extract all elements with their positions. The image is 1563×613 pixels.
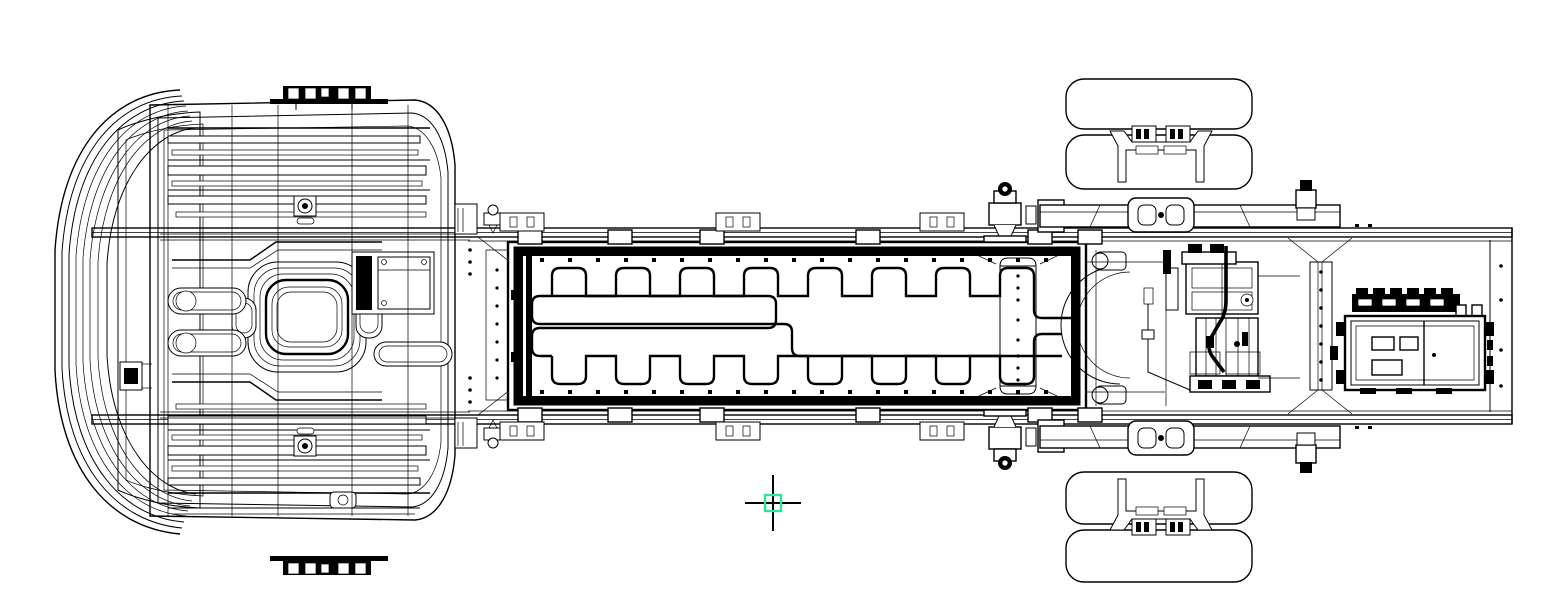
cab-roof-ribs-lower — [167, 403, 430, 514]
battery-right-mount-strip — [962, 248, 1074, 404]
cab-floor-ducts — [172, 242, 382, 400]
cab-bottom-hardware — [270, 556, 388, 575]
rear-suspension — [1039, 180, 1341, 473]
battery-mount-brackets-bottom — [517, 407, 1103, 423]
cab-centerline-fittings — [293, 195, 357, 509]
cab-body-outline — [150, 100, 455, 520]
rear-wheels-lower — [1065, 471, 1253, 583]
rear-wheels-upper — [1065, 78, 1253, 190]
cab-floor-pockets-left — [167, 287, 247, 357]
cab-assembly — [55, 86, 478, 575]
battery-mount-brackets-top — [517, 229, 1103, 245]
cab-floor-pockets-right — [373, 341, 453, 367]
cab-equipment-rack — [351, 251, 435, 315]
cab-top-hardware — [270, 86, 388, 110]
battery-left-latches — [511, 290, 521, 362]
battery-pack — [506, 229, 1103, 423]
cab-construction-lines — [160, 105, 470, 516]
frame-front-gussets — [478, 204, 510, 449]
cab-rear-mounts — [454, 203, 478, 449]
construction-lines — [1086, 250, 1300, 406]
motor-unit — [1061, 244, 1271, 405]
inverter-box — [1330, 288, 1494, 394]
outboard-bracket-plates — [499, 212, 965, 441]
